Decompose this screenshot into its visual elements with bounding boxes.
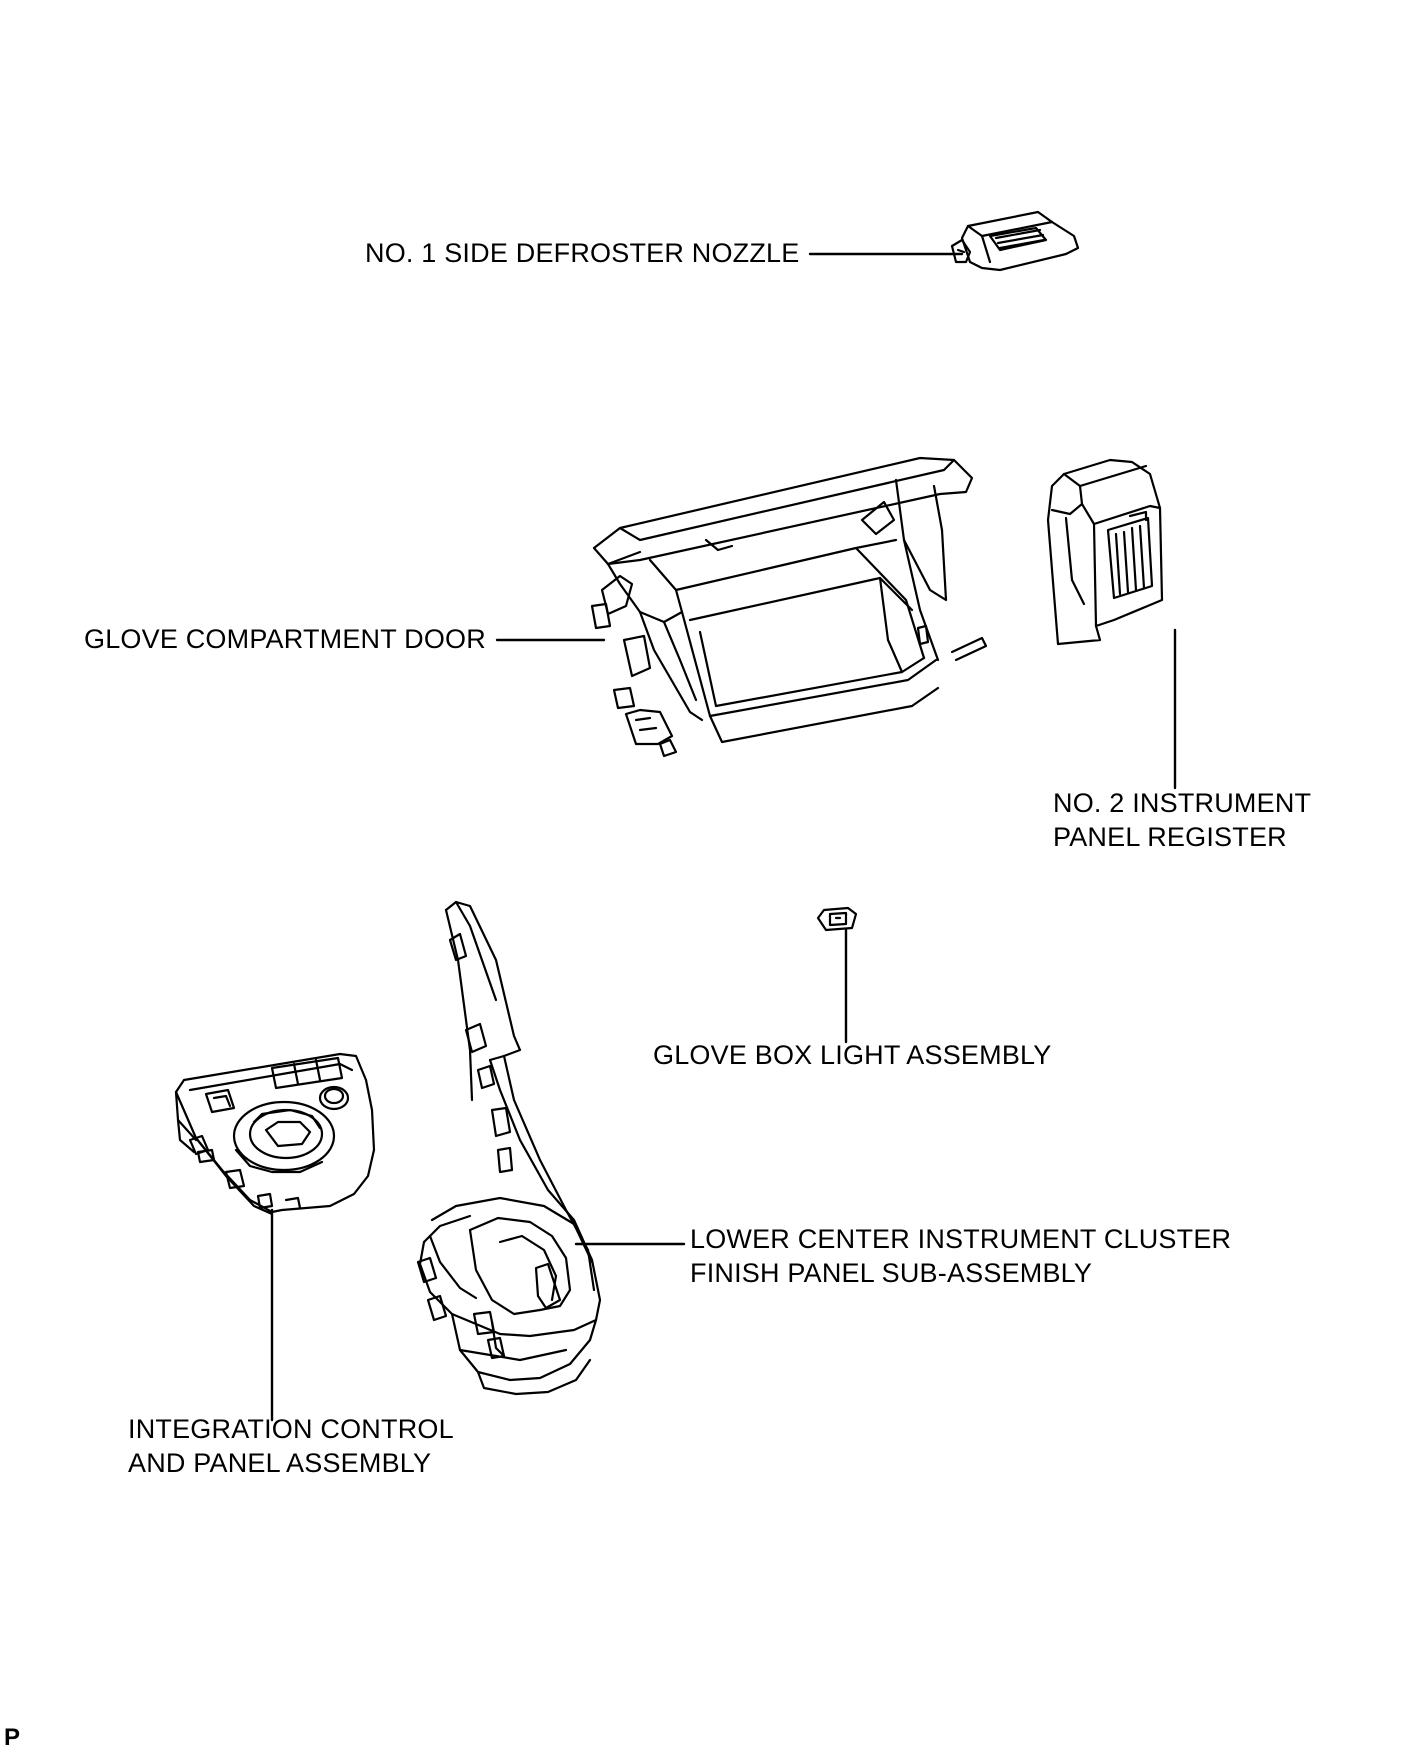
integration-control-part xyxy=(174,1052,376,1216)
label-register: NO. 2 INSTRUMENT PANEL REGISTER xyxy=(1053,788,1312,852)
finish-panel-part xyxy=(416,900,602,1396)
register-part xyxy=(1046,458,1164,646)
glove-door-part xyxy=(590,456,988,758)
label-integration-control: INTEGRATION CONTROL AND PANEL ASSEMBLY xyxy=(128,1414,454,1478)
label-glove-compartment-door: GLOVE COMPARTMENT DOOR xyxy=(84,624,486,654)
reference-code: P xyxy=(4,1724,21,1751)
glove-light-part xyxy=(816,906,858,932)
label-glove-box-light: GLOVE BOX LIGHT ASSEMBLY xyxy=(653,1040,1052,1070)
defroster-nozzle-part xyxy=(950,210,1080,272)
label-finish-panel: LOWER CENTER INSTRUMENT CLUSTER FINISH P… xyxy=(690,1224,1232,1288)
label-defroster-nozzle: NO. 1 SIDE DEFROSTER NOZZLE xyxy=(365,238,800,268)
leader-lines xyxy=(270,252,1177,1422)
